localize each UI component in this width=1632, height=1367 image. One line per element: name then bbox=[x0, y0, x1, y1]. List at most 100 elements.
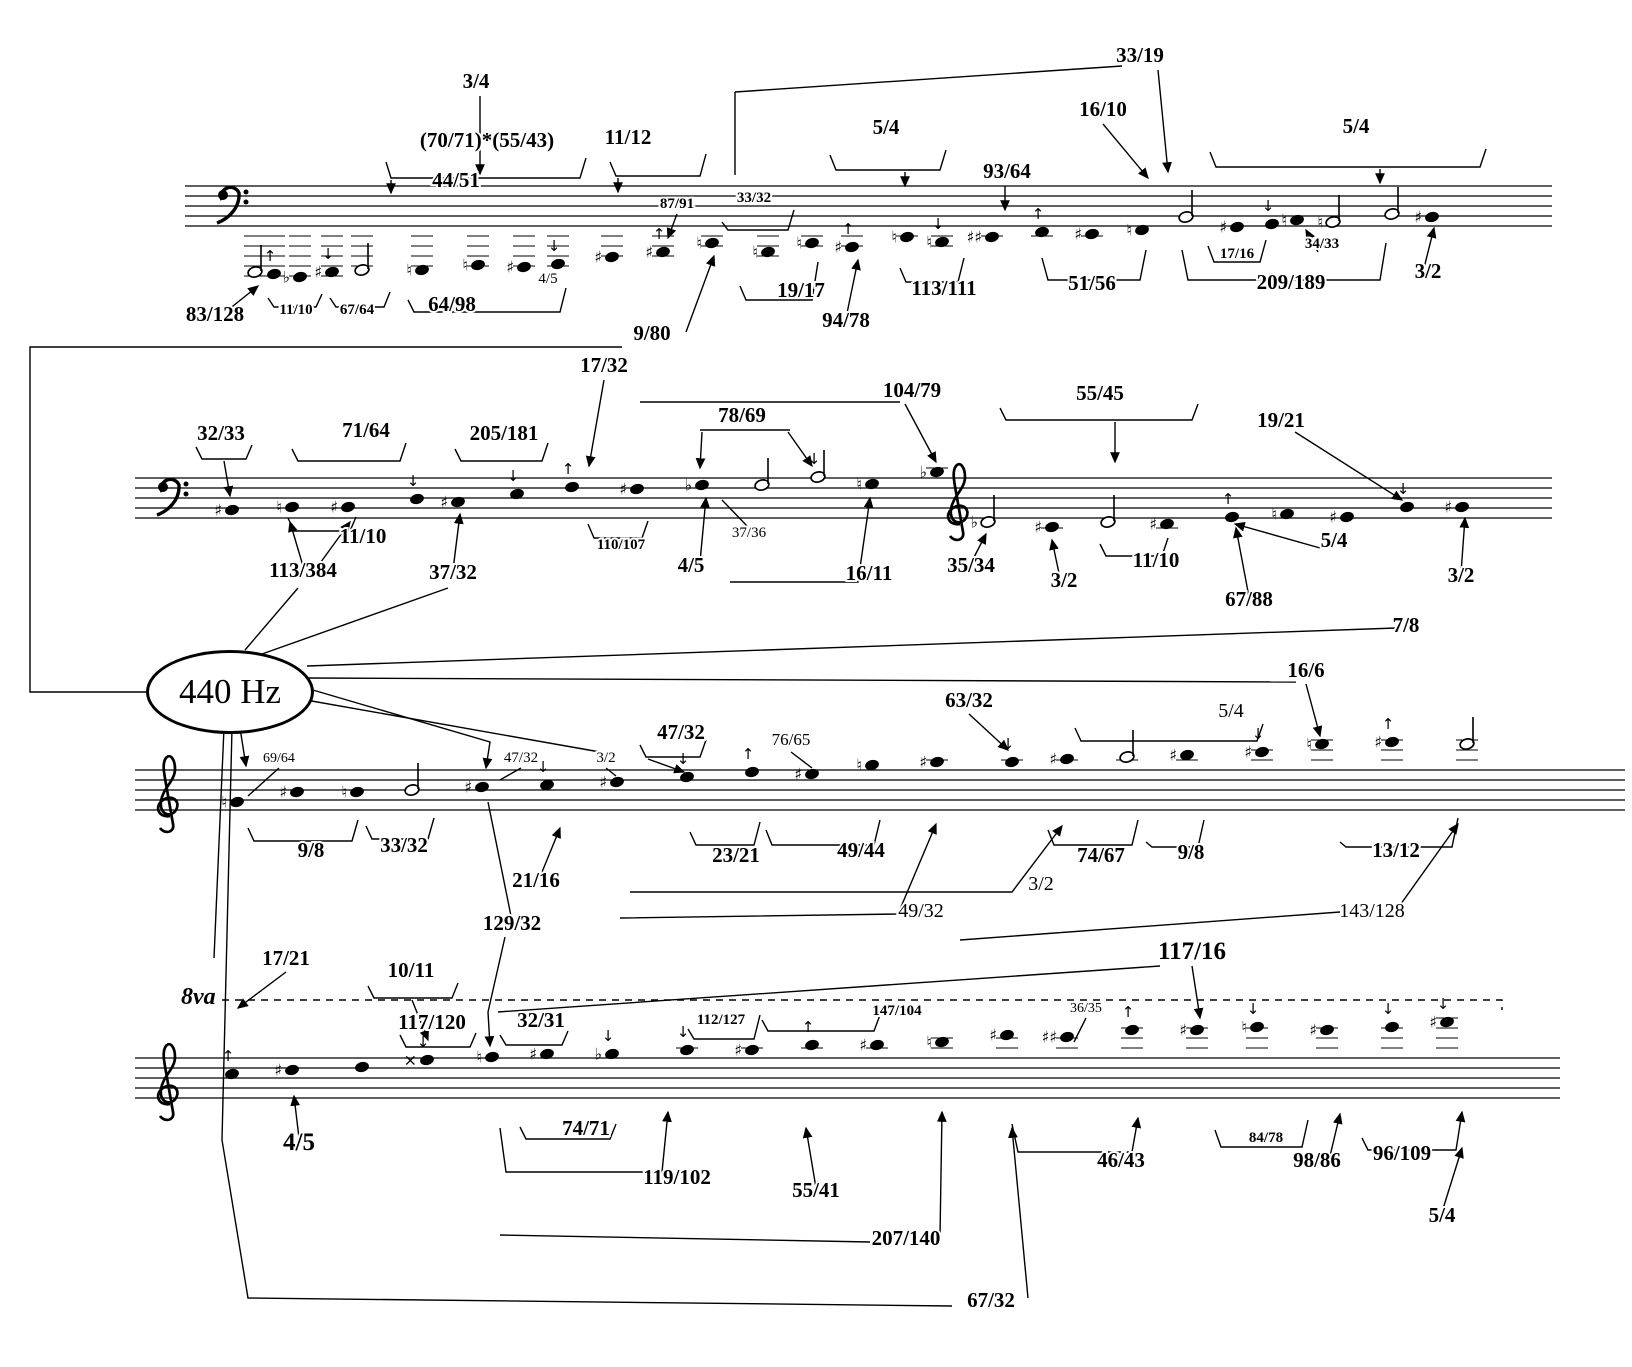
connector-line bbox=[765, 819, 881, 846]
connector-line bbox=[1181, 242, 1387, 281]
connector-line bbox=[317, 520, 351, 567]
ratio-label: 67/32 bbox=[967, 1288, 1015, 1312]
ratio-label: 9/8 bbox=[1178, 840, 1205, 864]
note-head bbox=[985, 231, 999, 243]
accidental: ♭ bbox=[282, 268, 290, 287]
ratio-label: 19/17 bbox=[777, 278, 825, 302]
accidental: ♯ bbox=[1034, 518, 1042, 537]
accidental: ♮ bbox=[796, 234, 802, 253]
connector-line bbox=[904, 403, 937, 464]
connector-line bbox=[1145, 819, 1205, 848]
ratio-label: 207/140 bbox=[872, 1226, 941, 1250]
note-head bbox=[517, 261, 531, 273]
treble-clef-icon bbox=[156, 754, 179, 834]
connector-line bbox=[699, 496, 710, 563]
accidental: ♯ bbox=[859, 1036, 867, 1055]
accidental: ♮ bbox=[1317, 213, 1323, 232]
note-head bbox=[510, 488, 524, 500]
note-head bbox=[420, 1054, 434, 1066]
accidental: ♯ bbox=[734, 1041, 742, 1060]
bass-clef-icon bbox=[218, 190, 228, 200]
connector-line bbox=[29, 346, 622, 693]
note-head bbox=[341, 501, 355, 513]
note-head bbox=[1290, 214, 1304, 226]
connector-line bbox=[407, 287, 567, 313]
note-head bbox=[285, 501, 299, 513]
note-head bbox=[540, 779, 554, 791]
connector-line bbox=[734, 65, 1123, 93]
up-arrow-icon: ↑ bbox=[264, 247, 277, 265]
connector-line bbox=[619, 822, 937, 919]
octave-marking: 8va bbox=[181, 984, 216, 1010]
connector-line bbox=[1074, 723, 1264, 742]
connector-line bbox=[1397, 822, 1459, 909]
ratio-label: 35/34 bbox=[947, 553, 995, 577]
connector-line bbox=[399, 1032, 477, 1048]
accidental: ♮ bbox=[1271, 505, 1277, 524]
ratio-label: 5/4 bbox=[1218, 700, 1244, 722]
connector-line bbox=[307, 677, 1297, 683]
ratio-label: 37/36 bbox=[732, 525, 767, 541]
accidental: ♮ bbox=[341, 783, 347, 802]
ratio-label: 33/19 bbox=[1116, 43, 1164, 67]
ratio-label: 98/86 bbox=[1293, 1148, 1341, 1172]
note-head bbox=[610, 776, 624, 788]
connector-line bbox=[1329, 1112, 1343, 1157]
down-arrow-icon: ↓ bbox=[1262, 197, 1275, 215]
connector-line bbox=[639, 739, 707, 758]
connector-line bbox=[1049, 538, 1061, 579]
note-head bbox=[630, 483, 644, 495]
ratio-label: 5/4 bbox=[873, 115, 900, 139]
accidental: ♯ bbox=[919, 753, 927, 772]
note-head bbox=[290, 786, 304, 798]
connector-line bbox=[829, 149, 947, 171]
ratio-label: 33/32 bbox=[737, 190, 771, 206]
accidental: ♯ bbox=[1414, 208, 1422, 227]
ratio-label: 209/189 bbox=[1257, 270, 1326, 294]
up-arrow-icon: ↑ bbox=[802, 1018, 815, 1036]
ratio-label: 84/78 bbox=[1249, 1130, 1283, 1146]
connector-line bbox=[1459, 516, 1470, 574]
ratio-label: 83/128 bbox=[186, 302, 244, 326]
ratio-label: 104/79 bbox=[883, 378, 941, 402]
note-head bbox=[605, 251, 619, 263]
connector-line bbox=[499, 1030, 569, 1046]
down-arrow-icon: ↓ bbox=[507, 467, 520, 485]
note-head bbox=[680, 771, 694, 783]
connector-line bbox=[261, 587, 449, 655]
note-head bbox=[1035, 226, 1049, 238]
accidental: ♯ bbox=[1049, 750, 1057, 769]
connector-line bbox=[1361, 1110, 1466, 1151]
ratio-label: 74/67 bbox=[1077, 843, 1125, 867]
connector-line bbox=[213, 727, 225, 959]
down-arrow-icon: ↓ bbox=[1247, 1000, 1260, 1018]
ratio-label: 3/2 bbox=[1028, 873, 1054, 895]
ratio-label: 51/56 bbox=[1068, 271, 1116, 295]
connector-line bbox=[365, 817, 435, 840]
connector-line bbox=[305, 699, 601, 753]
ratio-label: 37/32 bbox=[429, 560, 477, 584]
connector-line bbox=[484, 936, 506, 1048]
ratio-label: 74/71 bbox=[562, 1116, 610, 1140]
connector-line bbox=[761, 1014, 881, 1032]
note-head bbox=[1045, 521, 1059, 533]
accidental: ♯ bbox=[529, 1045, 537, 1064]
connector-line bbox=[497, 965, 1161, 1013]
connector-line bbox=[1099, 537, 1169, 557]
connector-line bbox=[790, 751, 813, 769]
connector-line bbox=[244, 587, 299, 651]
connector-line bbox=[329, 291, 391, 308]
ratio-label: 3/2 bbox=[1051, 568, 1078, 592]
note-head bbox=[845, 241, 859, 253]
ratio-label: 96/109 bbox=[1373, 1141, 1431, 1165]
connector-line bbox=[195, 444, 253, 460]
ratio-label: 78/69 bbox=[718, 403, 766, 427]
ratio-label: 4/5 bbox=[538, 271, 557, 287]
note-head bbox=[475, 781, 489, 793]
ratio-label: 19/21 bbox=[1257, 408, 1305, 432]
ratio-label: 113/111 bbox=[911, 276, 976, 300]
connector-line bbox=[970, 532, 987, 564]
note-head bbox=[1320, 1024, 1334, 1036]
ratio-label: 110/107 bbox=[597, 537, 646, 553]
ratio-label: 7/8 bbox=[1393, 613, 1420, 637]
